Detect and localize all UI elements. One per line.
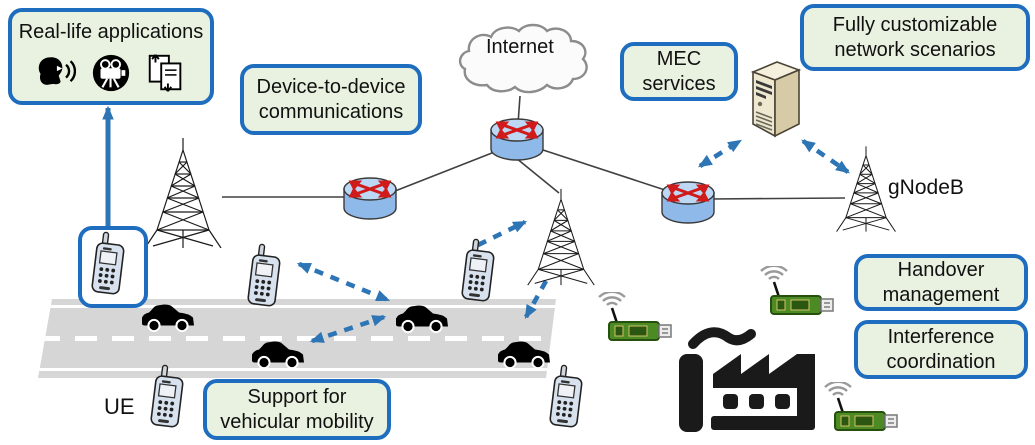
car-icon (252, 341, 304, 370)
d2d-label: Device-to-device communications (256, 76, 406, 123)
mec-server-icon (750, 61, 802, 138)
label-box-vehicular-mobility: Support for vehicular mobility (203, 379, 391, 440)
label-box-interference: Interference coordination (854, 320, 1028, 379)
antenna-tower-icon-gnodeb (836, 146, 896, 232)
real-life-applications-label: Real-life applications (18, 21, 204, 44)
router-icon-core (490, 118, 544, 161)
mobile-phone-icon (461, 238, 495, 302)
internet-label: Internet (486, 36, 554, 58)
interference-label: Interference coordination (886, 326, 996, 373)
internet-cloud-icon (453, 20, 593, 100)
fully-customizable-label: Fully customizable network scenarios (832, 14, 998, 61)
antenna-tower-icon-middle (527, 188, 595, 286)
router-icon-right (661, 181, 715, 224)
video-camera-icon (92, 54, 130, 91)
gnodeb-label: gNodeB (888, 176, 964, 199)
vehicular-mobility-label: Support for vehicular mobility (220, 386, 374, 433)
road-edge-line (38, 305, 556, 308)
label-box-real-life-applications: Real-life applications (8, 8, 214, 105)
label-box-fully-customizable: Fully customizable network scenarios (800, 4, 1030, 71)
road-edge-line (38, 368, 556, 371)
iot-sensor-node-icon (824, 382, 898, 431)
arrow-d2d-phone-car (296, 261, 391, 303)
label-box-mec-services: MEC services (620, 42, 738, 101)
car-icon (396, 305, 448, 334)
router-icon-left (343, 177, 397, 220)
antenna-tower-icon-left (144, 138, 222, 248)
road-center-dashed-line (38, 336, 556, 341)
link-core-left-router (389, 150, 498, 194)
mobile-phone-icon (549, 364, 583, 428)
iot-sensor-node-icon (760, 266, 834, 315)
link-right-router-gnodeb (709, 197, 846, 200)
ue-label: UE (104, 394, 135, 419)
mec-services-label: MEC services (642, 48, 716, 95)
car-icon (142, 304, 194, 333)
label-box-d2d: Device-to-device communications (240, 64, 422, 135)
voice-icon (38, 56, 76, 85)
iot-sensor-node-icon (598, 292, 672, 341)
mobile-phone-icon-ue (91, 231, 125, 295)
file-transfer-icon (148, 53, 182, 92)
factory-icon (679, 327, 815, 432)
label-box-handover: Handover management (854, 254, 1028, 311)
mobile-phone-icon (247, 243, 281, 307)
arrow-mec-server-router (698, 139, 742, 168)
handover-label: Handover management (882, 259, 1000, 306)
mobile-phone-icon (150, 364, 184, 428)
car-icon (498, 341, 550, 370)
